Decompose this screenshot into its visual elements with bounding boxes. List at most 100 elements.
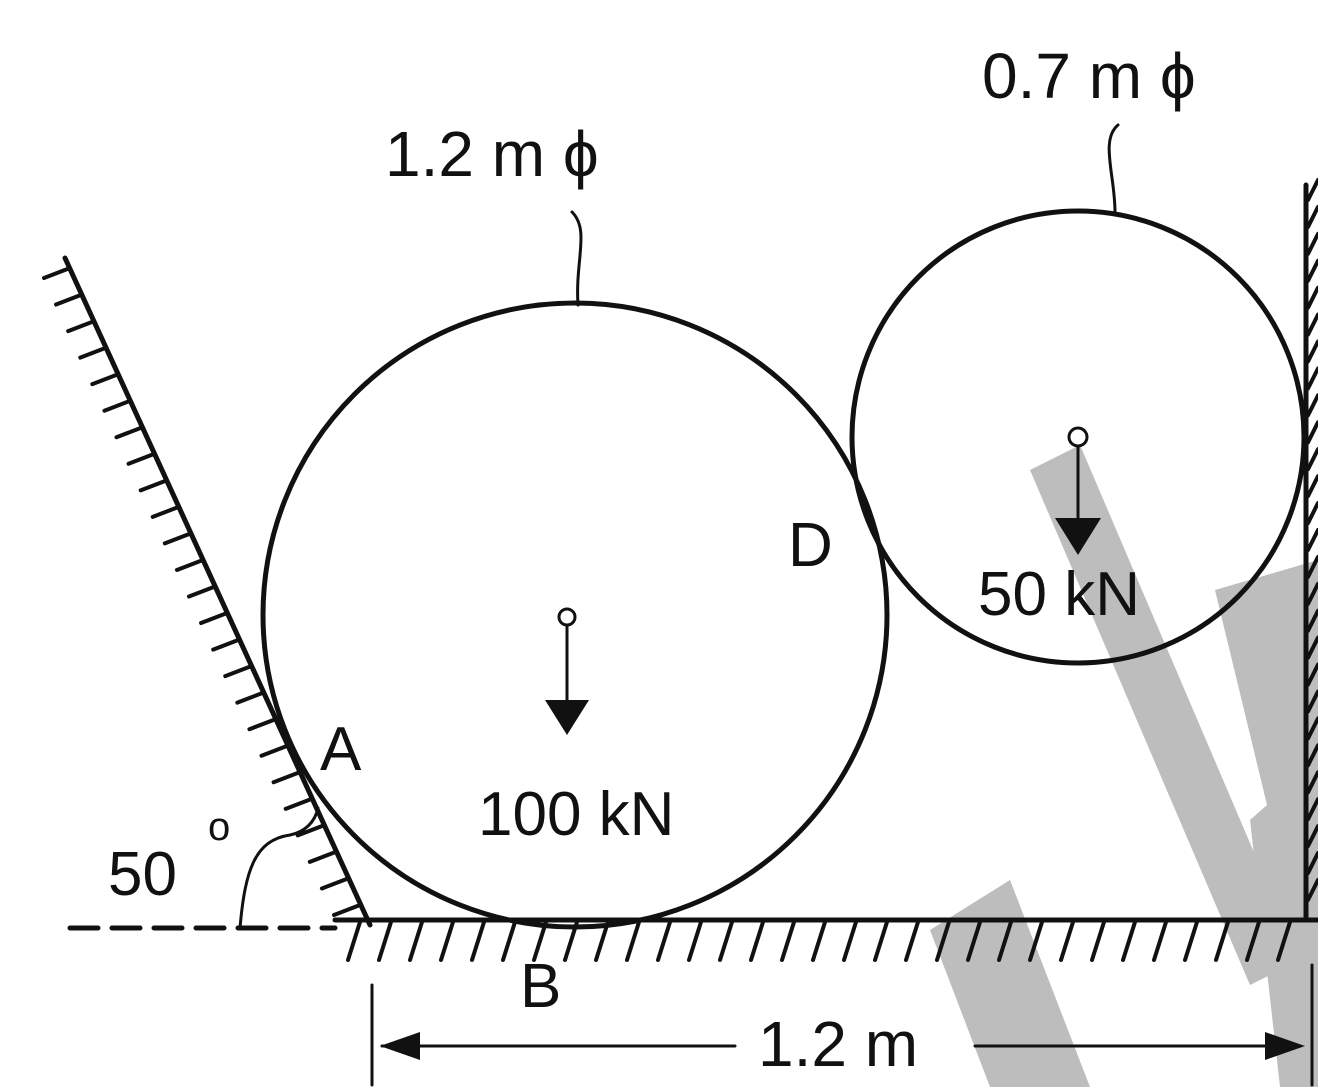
hatch-mark xyxy=(842,920,858,962)
hatch-mark xyxy=(1306,716,1318,741)
hatch-mark xyxy=(42,266,72,280)
large-diameter-leader xyxy=(570,210,583,307)
hatch-mark xyxy=(1306,581,1318,606)
hatch-mark xyxy=(1028,920,1044,962)
hatch-mark xyxy=(780,920,796,962)
inclined-wall xyxy=(42,255,373,928)
hatch-mark xyxy=(66,319,97,334)
point-d-label: D xyxy=(788,511,833,580)
hatch-mark xyxy=(1306,770,1318,795)
hatch-mark xyxy=(126,451,157,466)
small-load-label: 50 kN xyxy=(978,560,1140,629)
hatch-mark xyxy=(1306,824,1318,849)
hatch-mark xyxy=(1306,662,1318,687)
hatch-mark xyxy=(295,823,326,838)
hatch-mark xyxy=(1306,285,1318,310)
hatch-mark xyxy=(1059,920,1075,962)
hatch-mark xyxy=(1306,635,1318,660)
hatch-mark xyxy=(1306,797,1318,822)
hatch-mark xyxy=(439,920,455,962)
hatch-mark xyxy=(1306,851,1318,876)
hatch-mark xyxy=(1306,528,1318,552)
hatch-mark xyxy=(1306,743,1318,768)
hatch-mark xyxy=(1306,393,1318,418)
small-diameter-label: 0.7 m ϕ xyxy=(982,40,1196,112)
hatch-mark xyxy=(1152,920,1168,962)
angle-degree-sign: o xyxy=(208,805,230,849)
hatch-mark xyxy=(1306,339,1318,364)
hatch-mark xyxy=(138,478,169,493)
hatch-mark xyxy=(656,920,672,962)
hatch-mark xyxy=(102,398,133,413)
hatch-mark xyxy=(1306,878,1318,902)
hatch-mark xyxy=(873,920,889,962)
hatch-mark xyxy=(1306,312,1318,337)
span-label: 1.2 m xyxy=(758,1008,918,1080)
hatch-mark xyxy=(1245,920,1261,962)
hatch-mark xyxy=(199,611,230,626)
hatch-mark xyxy=(235,690,266,705)
hatch-mark xyxy=(307,849,338,864)
hatch-mark xyxy=(150,504,181,519)
hatch-mark xyxy=(1214,920,1230,962)
hatch-mark xyxy=(718,920,734,962)
hatch-mark xyxy=(377,920,393,962)
hatch-mark xyxy=(346,920,362,962)
small-diameter-leader xyxy=(1107,123,1120,214)
small-load-arrow xyxy=(1055,426,1101,555)
hatch-mark xyxy=(594,920,610,962)
hatch-mark xyxy=(966,920,982,962)
hatch-mark xyxy=(319,876,350,891)
hatch-mark xyxy=(174,557,205,572)
angle-arc xyxy=(238,806,320,930)
hatch-mark xyxy=(1306,474,1318,499)
large-load-arrow xyxy=(545,607,589,735)
hatch-mark xyxy=(1306,608,1318,633)
hatch-mark xyxy=(1306,204,1318,229)
hatch-mark xyxy=(1306,258,1318,283)
angle-label: 50 xyxy=(108,840,177,909)
hatch-mark xyxy=(470,920,486,962)
hatch-mark xyxy=(162,531,193,546)
large-diameter-label: 1.2 m ϕ xyxy=(385,118,599,190)
hatch-mark xyxy=(259,743,290,758)
hatch-mark xyxy=(532,920,548,962)
hatch-mark xyxy=(1090,920,1106,962)
hatch-mark xyxy=(1306,420,1318,445)
span-dimension xyxy=(370,963,1314,1087)
hatch-mark xyxy=(997,920,1013,962)
hatch-mark xyxy=(1306,689,1318,714)
hatch-mark xyxy=(1306,501,1318,526)
hatch-mark xyxy=(625,920,641,962)
small-cylinder xyxy=(849,208,1307,666)
large-cylinder xyxy=(260,300,890,930)
hatch-mark xyxy=(1306,447,1318,472)
hatch-mark xyxy=(1121,920,1137,962)
hatch-mark xyxy=(247,717,278,732)
hatch-mark xyxy=(211,637,242,652)
hatch-mark xyxy=(223,664,254,679)
hatch-mark xyxy=(749,920,765,962)
hatch-mark xyxy=(90,372,121,387)
hatch-mark xyxy=(501,920,517,962)
hatch-mark xyxy=(1276,920,1292,962)
hatch-mark xyxy=(811,920,827,962)
hatch-mark xyxy=(904,920,920,962)
hatch-mark xyxy=(283,796,314,811)
hatch-mark xyxy=(271,770,302,785)
hatch-mark xyxy=(408,920,424,962)
hatch-mark xyxy=(54,292,85,307)
hatch-mark xyxy=(187,584,217,599)
right-wall xyxy=(1303,178,1318,923)
point-b-label: B xyxy=(520,952,561,1021)
floor xyxy=(332,917,1318,962)
watermark xyxy=(930,445,1318,1087)
hatch-mark xyxy=(1183,920,1199,962)
hatch-mark xyxy=(114,425,145,440)
hatch-mark xyxy=(78,345,109,360)
hatch-mark xyxy=(1306,178,1318,202)
hatch-mark xyxy=(1306,366,1318,391)
large-load-label: 100 kN xyxy=(478,780,674,849)
hatch-mark xyxy=(1306,231,1318,256)
